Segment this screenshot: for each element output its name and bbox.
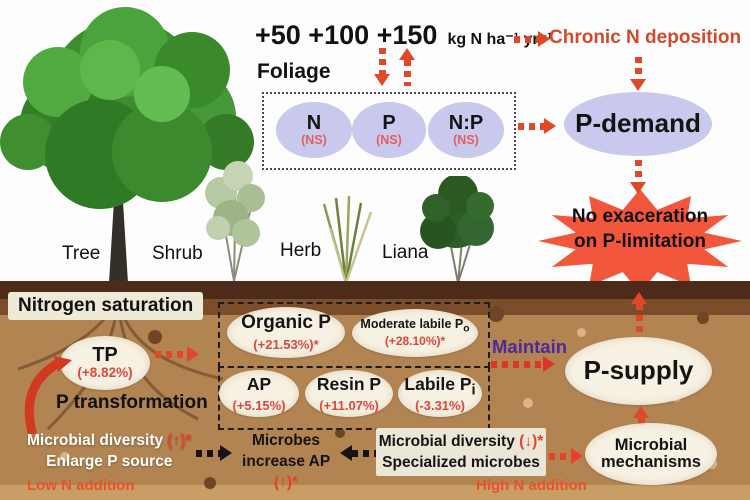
dashed-arrow-pdemand-to-starburst <box>630 160 646 194</box>
moderate-labile-po-label: Moderate labile P <box>360 316 464 331</box>
resin-p-value: (+11.07%) <box>319 397 379 413</box>
p-supply-label: P-supply <box>583 355 694 386</box>
foliage-p-sig: (NS) <box>376 132 402 147</box>
soil-bottom-layer <box>0 485 750 500</box>
low-n-addition-label: Low N addition <box>27 477 135 494</box>
shrub-label: Shrub <box>152 243 203 264</box>
starburst-line2: on P-limitation <box>574 231 706 252</box>
dashed-arrow-down-dose <box>374 48 390 86</box>
dashed-arrow-right-black <box>196 445 232 461</box>
resin-p-label: Resin P <box>316 373 382 394</box>
soil-speckle <box>488 306 504 322</box>
organic-p-value: (+21.53%)* <box>253 336 319 352</box>
ap-ellipse: AP (+5.15%) <box>219 370 299 417</box>
microbial-diversity-up-label: Microbial diversity <box>27 432 164 449</box>
foliage-np-label: N:P <box>448 111 484 134</box>
p-demand-ellipse: P-demand <box>564 92 712 156</box>
maintain-label: Maintain <box>492 336 568 357</box>
soil-speckle <box>697 312 709 324</box>
foliage-p-label: P <box>382 111 396 134</box>
chronic-n-deposition-label: Chronic N deposition <box>549 27 742 48</box>
dashed-arrow-chronic-to-pdemand <box>630 57 646 91</box>
tree-label: Tree <box>62 243 101 264</box>
starburst-shape <box>538 189 742 293</box>
liana-label: Liana <box>382 242 429 263</box>
shrub-illustration <box>205 161 265 282</box>
moderate-labile-po-value: (+28.10%)* <box>384 334 446 349</box>
soil-speckle <box>148 330 162 344</box>
microbial-mechanisms-line1: Microbial <box>614 435 688 454</box>
n-dose-unit: kg N ha⁻¹ yr⁻¹ <box>447 31 553 48</box>
tp-value: (+8.82%) <box>77 365 133 381</box>
foliage-np-ellipse: N:P (NS) <box>428 102 504 158</box>
down-arrow-mark: (↓)* <box>519 433 544 450</box>
up-arrow-mark: (↑)* <box>167 432 192 449</box>
no-exacerbation-text: No exaceration on P-limitation <box>546 204 734 254</box>
organic-p-label: Organic P <box>241 312 331 334</box>
dashed-arrow-maintain <box>491 356 555 372</box>
p-demand-label: P-demand <box>575 108 701 139</box>
specialized-microbes-label: Specialized microbes <box>382 454 540 471</box>
dashed-arrow-left-black <box>340 445 376 461</box>
n-dose-values: +50 +100 +150 <box>255 20 438 50</box>
microbial-diversity-down-label: Microbial diversity <box>378 433 515 450</box>
labile-pi-value: (-3.31%) <box>415 397 465 413</box>
dashed-arrow-right-to-chronic <box>514 31 550 47</box>
soil-speckle <box>60 452 70 462</box>
resin-p-ellipse: Resin P (+11.07%) <box>305 370 393 417</box>
foliage-p-ellipse: P (NS) <box>352 102 426 158</box>
tree-illustration <box>0 7 254 283</box>
high-n-addition-label: High N addition <box>476 477 587 494</box>
p-transformation-label: P transformation <box>56 392 208 413</box>
nitrogen-saturation-label: Nitrogen saturation <box>8 292 204 320</box>
soil-speckle <box>523 398 533 408</box>
labile-pi-label: Labile P <box>404 373 472 394</box>
dashed-arrow-foliage-to-pdemand <box>518 118 556 134</box>
foliage-np-sig: (NS) <box>453 132 479 147</box>
liana-illustration <box>420 176 494 283</box>
p-supply-ellipse: P-supply <box>565 337 712 405</box>
foliage-label: Foliage <box>257 60 331 83</box>
organic-p-ellipse: Organic P (+21.53%)* <box>227 307 345 358</box>
herb-label: Herb <box>280 240 322 261</box>
microbes-increase-ap-block: Microbes increase AP (↑)* <box>236 430 336 493</box>
soil-speckle <box>577 328 586 337</box>
starburst-line1: No exaceration <box>571 206 709 227</box>
soil-speckle <box>335 428 345 438</box>
herb-illustration <box>322 196 373 283</box>
microbial-diversity-down-block: Microbial diversity (↓)* Specialized mic… <box>376 428 546 476</box>
dashed-arrow-to-mechanisms <box>549 448 583 464</box>
microbes-label: Microbes <box>251 432 321 449</box>
foliage-n-ellipse: N (NS) <box>276 102 352 158</box>
dashed-arrow-psupply-to-starburst <box>631 292 647 332</box>
ap-label: AP <box>246 373 272 394</box>
ap-value: (+5.15%) <box>232 397 286 413</box>
labile-pi-sub: i <box>471 382 476 399</box>
foliage-n-label: N <box>306 111 322 134</box>
p-transformation-arrow <box>24 356 72 434</box>
microbial-mechanisms-ellipse: Microbial mechanisms <box>585 423 717 485</box>
moderate-labile-po-ellipse: Moderate labile Po (+28.10%)* <box>352 309 478 357</box>
tp-ellipse: TP (+8.82%) <box>60 336 150 390</box>
moderate-labile-po-sub: o <box>463 323 470 335</box>
enlarge-p-source-label: Enlarge P source <box>46 453 173 470</box>
up-arrow-mark: (↑)* <box>273 474 299 491</box>
increase-ap-label: increase AP <box>242 453 330 470</box>
n-dose-header: +50 +100 +150 kg N ha⁻¹ yr⁻¹ <box>255 20 552 51</box>
soil-speckle <box>204 477 216 489</box>
microbial-mechanisms-line2: mechanisms <box>601 453 701 471</box>
foliage-n-sig: (NS) <box>301 132 327 147</box>
dashed-arrow-tp-to-fractions <box>155 346 199 362</box>
foliage-box <box>262 92 516 170</box>
dashed-arrow-up-dose <box>399 48 415 86</box>
microbial-diversity-up-block: Microbial diversity (↑)* Enlarge P sourc… <box>27 430 192 472</box>
labile-pi-ellipse: Labile Pi (-3.31%) <box>398 370 482 417</box>
tp-label: TP <box>92 344 118 367</box>
